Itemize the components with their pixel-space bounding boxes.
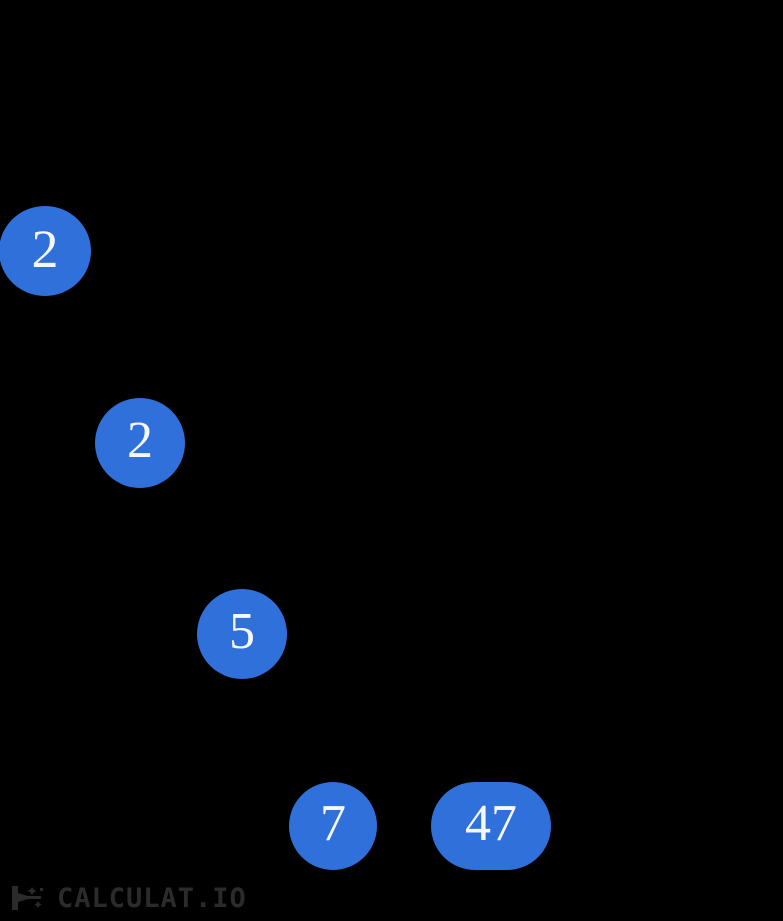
- factor-node-3: 5: [197, 589, 287, 679]
- factor-node-1: 2: [0, 206, 91, 296]
- factor-node-2: 2: [95, 398, 185, 488]
- factor-node-label: 7: [320, 795, 346, 852]
- watermark-text: CALCULAT.IO: [57, 882, 247, 914]
- factor-node-label: 47: [465, 795, 517, 852]
- factor-node-4: 7: [289, 782, 377, 870]
- calculatio-logo-icon: [12, 886, 43, 910]
- factor-node-label: 5: [229, 603, 255, 660]
- factor-node-5: 47: [431, 782, 551, 870]
- factor-node-label: 2: [127, 412, 153, 469]
- factor-node-label: 2: [31, 219, 59, 279]
- watermark: CALCULAT.IO: [8, 881, 247, 915]
